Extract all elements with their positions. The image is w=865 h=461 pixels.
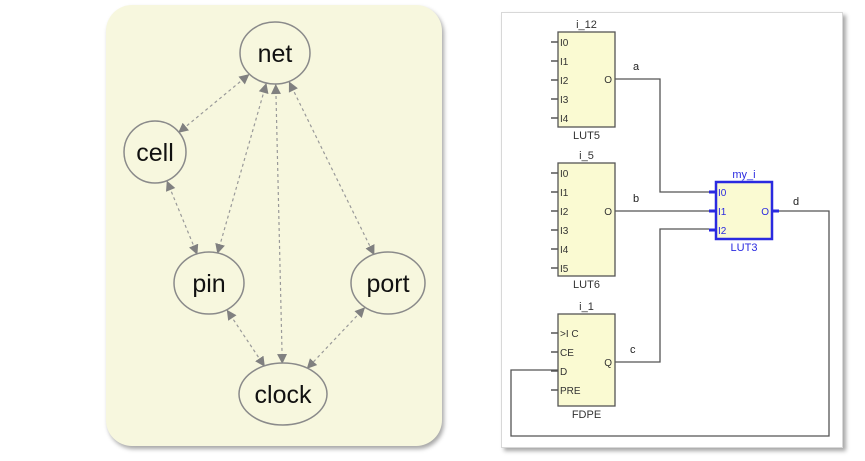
cell-body (557, 31, 616, 128)
input-pin-CE: CE (560, 348, 574, 359)
instance-name: i_12 (576, 19, 597, 31)
input-pin-I4: I4 (560, 245, 569, 256)
arrowhead-net (238, 74, 250, 85)
output-pin-O: O (604, 207, 612, 218)
edge-pin-clock (226, 309, 265, 367)
edge-net-clock (275, 83, 288, 365)
net-label: d (793, 196, 799, 208)
input-pin-I3: I3 (560, 95, 569, 106)
edge-cell-pin (166, 180, 199, 255)
arrowhead-net (258, 83, 269, 95)
cell-type: LUT3 (731, 242, 758, 254)
input-pin-PRE: PRE (560, 386, 581, 397)
net-label: b (633, 193, 639, 205)
arrowhead-net (270, 83, 281, 95)
node-label: cell (136, 139, 174, 167)
input-pin-I2: I2 (560, 207, 569, 218)
cell-type: LUT6 (573, 279, 600, 291)
cell-type: LUT5 (573, 130, 600, 142)
arrowhead-cell (166, 180, 176, 192)
instance-name: i_5 (579, 150, 594, 162)
net-label: a (633, 61, 640, 73)
input-pin-I3: I3 (560, 226, 569, 237)
input-pin-I1: I1 (560, 188, 569, 199)
cell-body (557, 162, 616, 277)
graph-node-net[interactable]: net (239, 21, 311, 85)
net-d[interactable]: d (510, 196, 830, 437)
node-shape (239, 21, 311, 85)
net-a[interactable]: a (615, 61, 709, 193)
graph-node-port[interactable]: port (350, 251, 426, 315)
input-pin-I0: I0 (560, 38, 569, 49)
input-pin-I0: I0 (718, 188, 727, 199)
output-pin-O: O (604, 75, 612, 86)
input-pin-I2: I2 (560, 76, 569, 87)
node-shape (123, 120, 187, 184)
input-pin-D: D (560, 367, 567, 378)
wire[interactable] (615, 228, 709, 363)
input-pin-I5: I5 (560, 264, 569, 275)
net-label: c (630, 344, 636, 356)
edge-port-clock (306, 306, 366, 369)
node-label: clock (255, 381, 312, 409)
input-pin-I1: I1 (718, 207, 727, 218)
arrowhead-pin (226, 309, 237, 321)
node-label: port (366, 270, 409, 298)
node-shape (350, 251, 426, 315)
node-shape (173, 251, 245, 315)
node-shape (238, 362, 328, 426)
node-label: net (258, 40, 293, 68)
wire[interactable] (510, 210, 830, 437)
input-pin-I1: I1 (560, 57, 569, 68)
cell-body (714, 180, 774, 241)
net-c[interactable]: c (615, 228, 709, 363)
arrowhead-port (354, 307, 366, 318)
cell-body (557, 313, 616, 407)
output-pin-O: O (761, 207, 769, 218)
cell-type: FDPE (572, 409, 601, 421)
input-pin-I0: I0 (560, 169, 569, 180)
graph-node-pin[interactable]: pin (173, 251, 245, 315)
input-pin-I4: I4 (560, 114, 569, 125)
wire[interactable] (615, 78, 709, 193)
graph-node-clock[interactable]: clock (238, 362, 328, 426)
input-pin->I C: >I C (560, 329, 579, 340)
node-label: pin (192, 270, 225, 298)
edge-net-port (288, 81, 375, 256)
input-pin-I2: I2 (718, 226, 727, 237)
output-pin-Q: Q (604, 358, 612, 369)
instance-name: my_i (732, 169, 755, 181)
instance-name: i_1 (579, 301, 594, 313)
arrowhead-net (288, 81, 298, 93)
net-b[interactable]: b (615, 193, 709, 212)
graph-node-cell[interactable]: cell (123, 120, 187, 184)
